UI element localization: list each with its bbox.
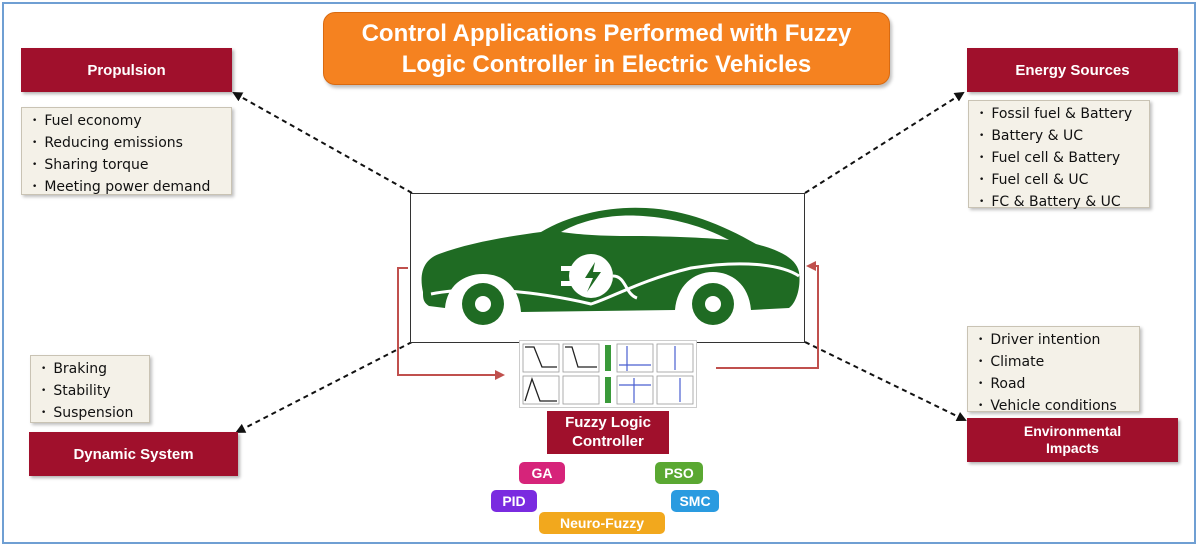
feedback-arrow-left [397,267,505,380]
list-item: Climate [978,352,1133,374]
arrow-to-environmental-impacts [804,341,967,421]
method-smc-badge: SMC [671,490,719,512]
list-item: Fuel cell & Battery [979,148,1143,170]
list-item: Vehicle conditions [978,396,1133,418]
list-item: Road [978,374,1133,396]
feedback-arrow-right [716,261,819,369]
diagram-title: Control Applications Performed with Fuzz… [323,12,890,85]
arrow-to-energy-sources [804,91,965,194]
method-ga-badge: GA [519,462,565,484]
dynamic-system-list: Braking Stability Suspension [30,355,150,423]
electric-car-icon [421,207,800,330]
environmental-impacts-heading: Environmental Impacts [967,418,1178,462]
electric-car-panel [410,193,805,343]
list-item: Stability [41,381,143,403]
list-item: Fuel cell & UC [979,170,1143,192]
method-neuro-fuzzy-badge: Neuro-Fuzzy [539,512,665,534]
method-pso-badge: PSO [655,462,703,484]
fuzzy-logic-controller-label: Fuzzy Logic Controller [547,411,669,454]
membership-function-graphs [519,340,697,408]
environmental-impacts-list: Driver intention Climate Road Vehicle co… [967,326,1140,414]
list-item: Battery & UC [979,126,1143,148]
list-item: Driver intention [978,330,1133,352]
propulsion-list: Fuel economy Reducing emissions Sharing … [21,107,232,195]
energy-sources-heading: Energy Sources [967,48,1178,92]
list-item: Reducing emissions [32,133,225,155]
list-item: Braking [41,359,143,381]
list-item: Meeting power demand [32,177,225,199]
list-item: FC & Battery & UC [979,192,1143,214]
membership-plot-icon [522,343,694,405]
list-item: Sharing torque [32,155,225,177]
arrow-to-dynamic-system [235,341,413,433]
list-item: Fuel economy [32,111,225,133]
list-item: Suspension [41,403,143,425]
arrow-to-propulsion [232,92,413,194]
list-item: Fossil fuel & Battery [979,104,1143,126]
propulsion-heading: Propulsion [21,48,232,92]
method-pid-badge: PID [491,490,537,512]
dynamic-system-heading: Dynamic System [29,432,238,476]
energy-sources-list: Fossil fuel & Battery Battery & UC Fuel … [968,100,1150,210]
